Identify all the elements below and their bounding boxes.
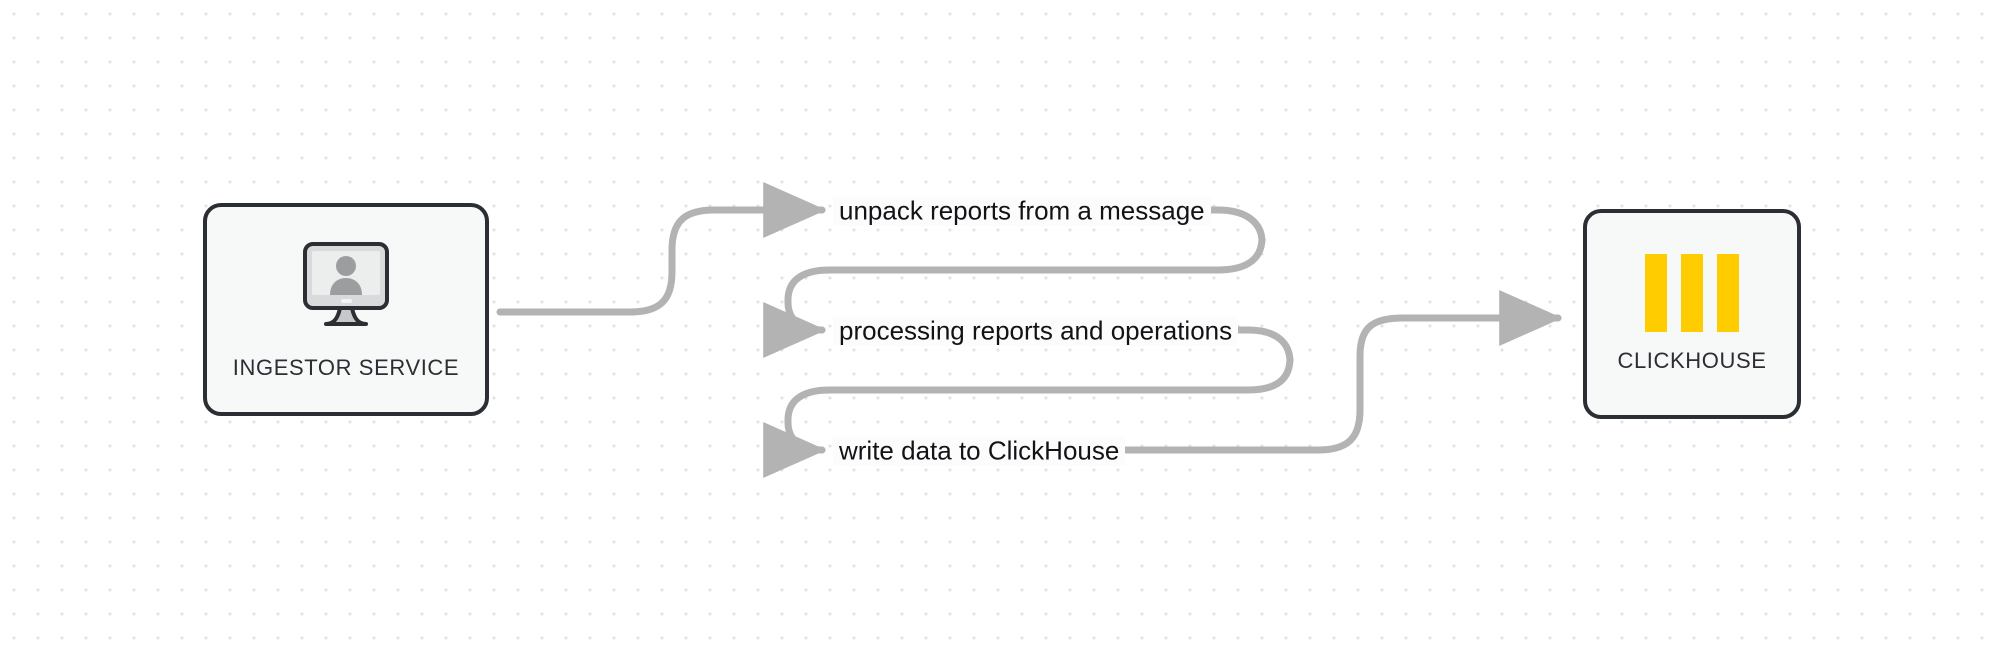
- edge-ingestor-to-step1: [496, 182, 827, 316]
- edge-step2-to-step3: [763, 326, 1294, 478]
- clickhouse-logo-icon: [1645, 254, 1739, 332]
- node-label-clickhouse: CLICKHOUSE: [1617, 348, 1767, 373]
- node-clickhouse[interactable]: CLICKHOUSE: [1583, 209, 1801, 419]
- edge-label-step-1: unpack reports from a message: [833, 197, 1211, 226]
- clickhouse-bar-2: [1681, 254, 1703, 332]
- clickhouse-bar-3: [1717, 254, 1739, 332]
- edge-label-step-3: write data to ClickHouse: [833, 437, 1126, 466]
- clickhouse-bar-1: [1645, 254, 1667, 332]
- edge-step1-to-step2: [763, 206, 1266, 358]
- node-ingestor-service[interactable]: INGESTOR SERVICE: [203, 203, 489, 416]
- node-label-ingestor-service: INGESTOR SERVICE: [232, 355, 460, 380]
- monitor-user-icon: [292, 238, 400, 339]
- edge-label-step-2: processing reports and operations: [833, 317, 1239, 346]
